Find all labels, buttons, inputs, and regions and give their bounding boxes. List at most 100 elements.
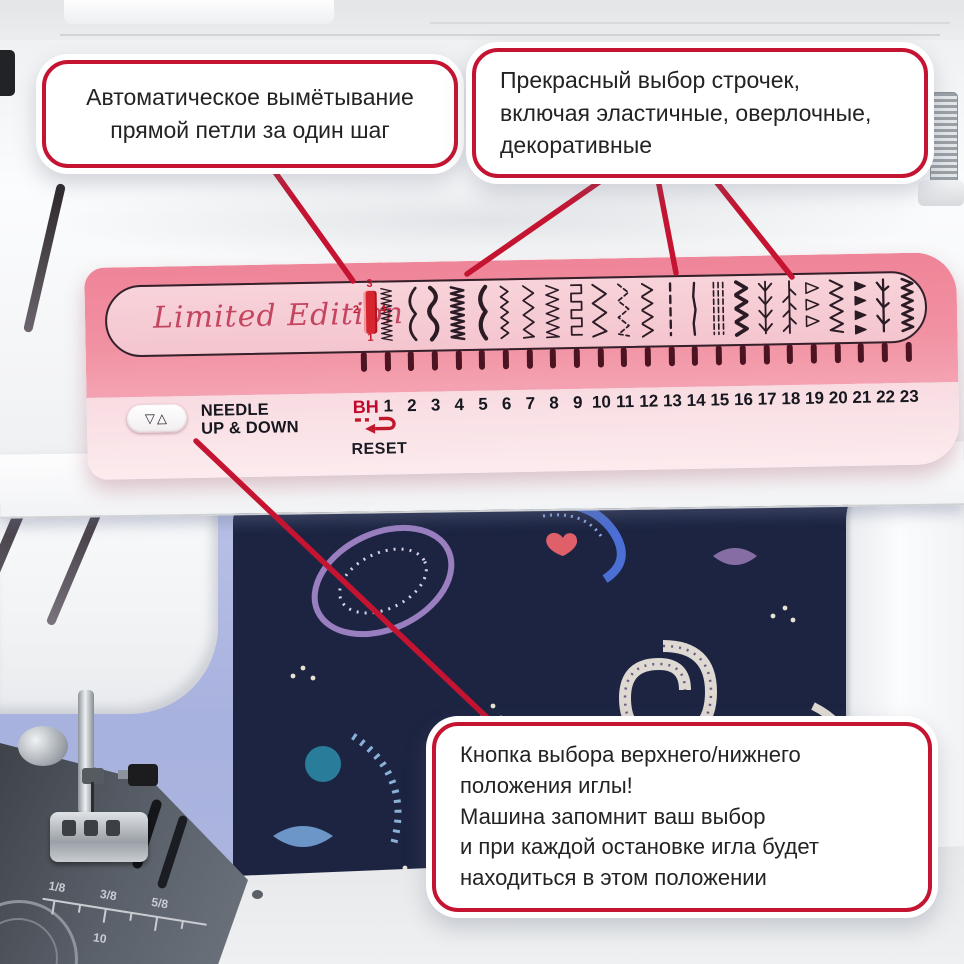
selector-tick-slot	[707, 344, 731, 366]
needle-updown-label: NEEDLE UP & DOWN	[201, 400, 299, 438]
stitch-number-21: 21	[852, 387, 872, 407]
stitch-number-18: 18	[781, 388, 801, 409]
buttonhole-mark-right: 4	[379, 303, 387, 316]
stitch-number-13: 13	[662, 391, 683, 411]
stitch-icon-dense-zigzag	[374, 284, 399, 344]
stitch-icon-zigzag	[516, 282, 541, 342]
stitch-icon-wide-zigzag	[587, 280, 612, 340]
foot-slot	[106, 820, 120, 836]
lid-seam	[60, 34, 940, 36]
foot-screw-stem	[118, 770, 130, 779]
selector-tick-slot	[470, 349, 494, 371]
stitch-number-22: 22	[875, 387, 896, 407]
callout-stitch-selection-text: Прекрасный выбор строчек,включая эластич…	[500, 67, 872, 159]
stitch-number-15: 15	[710, 390, 730, 410]
selector-tick-slot	[778, 343, 802, 365]
stitch-number-17: 17	[757, 389, 777, 409]
stitch-number-6: 6	[501, 394, 512, 414]
stitch-icon-stretch-straight	[682, 279, 707, 339]
stitch-icon-triangles	[800, 276, 825, 336]
needle-updown-glyphs: ▽△	[144, 410, 170, 426]
stitch-number-12: 12	[639, 391, 659, 411]
buttonhole-mark-left: 2	[352, 303, 360, 317]
foot-screw-knob	[128, 764, 158, 786]
selector-tick-slot	[612, 346, 636, 368]
selector-tick-slot	[683, 345, 707, 367]
buttonhole-symbol: 3 2 4 1	[350, 278, 386, 344]
stitch-icon-arrow-branch	[872, 275, 897, 335]
stitch-icon-cross-zigzag	[895, 275, 920, 335]
needle-updown-button: ▽△	[126, 404, 188, 434]
reset-arrow-icon	[354, 416, 396, 434]
spool-pin	[930, 92, 958, 186]
stitch-icon-serpentine	[422, 283, 447, 343]
table-screw	[252, 890, 263, 899]
stitch-number-14: 14	[686, 390, 706, 410]
stitch-icon-dashed-zigzag	[611, 280, 636, 340]
stitch-icon-chevron	[635, 279, 660, 339]
stitch-icon-dashed-straight	[658, 279, 683, 339]
stitch-number-11: 11	[615, 391, 635, 412]
selector-tick-slot	[896, 341, 920, 363]
stitch-icon-triple-straight	[706, 278, 731, 338]
stitch-row: 3 2 4 1	[350, 275, 920, 345]
needle-clamp	[82, 768, 104, 784]
svg-text:1/8: 1/8	[48, 879, 67, 895]
selector-tick-slot	[825, 342, 849, 364]
thread-guide	[0, 50, 15, 96]
selector-tick-slot	[802, 342, 826, 364]
stitch-icon-multi-zigzag	[540, 281, 565, 341]
stitch-icon-peak-zigzag	[824, 276, 849, 336]
callout-stitch-selection: Прекрасный выбор строчек,включая эластич…	[466, 42, 934, 184]
foot-slot	[84, 820, 98, 836]
selector-tick-slot	[565, 347, 589, 369]
stitch-icon-narrow-zigzag	[493, 282, 518, 342]
selector-tick-slot	[754, 343, 778, 365]
stitch-icon-small-triangles	[848, 276, 873, 336]
plate-ruler: 1/8 3/8 5/8 10	[42, 879, 207, 946]
stitch-icon-satin-wave	[445, 283, 470, 343]
buttonhole-cell: 3 2 4 1	[350, 278, 386, 345]
buttonhole-mark-top: 3	[366, 277, 373, 290]
stitch-number-7: 7	[525, 393, 536, 413]
svg-text:10: 10	[92, 930, 108, 946]
stitch-number-9: 9	[572, 392, 583, 413]
stitch-number-19: 19	[804, 388, 825, 408]
svg-text:3/8: 3/8	[99, 887, 118, 903]
stitch-number-20: 20	[828, 388, 848, 408]
needle-label-line2: UP & DOWN	[200, 418, 299, 439]
stitch-icon-square-wave	[564, 281, 589, 341]
selector-tick-slot	[494, 348, 518, 370]
stitch-icon-branch	[777, 277, 802, 337]
stitch-icon-feather	[753, 277, 778, 337]
foot-slot	[62, 820, 76, 836]
needle	[91, 782, 94, 818]
stitch-icon-blind-hem	[398, 284, 423, 344]
selector-tick-slot	[849, 342, 873, 364]
presser-foot	[50, 812, 148, 862]
stitch-icon-satin-arc	[469, 283, 494, 343]
selector-tick-slot	[731, 344, 755, 366]
selector-tick-slot	[589, 346, 613, 368]
selector-tick-slot	[399, 350, 423, 372]
needle-label-line1: NEEDLE	[200, 400, 270, 420]
reset-block: RESET	[351, 413, 442, 459]
stitch-number-4: 4	[454, 395, 465, 415]
stitch-number-10: 10	[591, 392, 612, 412]
selector-tick-slot	[636, 345, 660, 367]
thumb-screw	[18, 726, 68, 766]
selector-tick-slot	[423, 349, 447, 371]
selector-tick-slot	[873, 341, 897, 363]
machine-lid	[64, 0, 334, 24]
stitch-number-5: 5	[478, 394, 488, 414]
selector-tick-slot	[660, 345, 684, 367]
stitch-number-16: 16	[733, 389, 754, 410]
stitch-icon-filled-chevron	[729, 278, 754, 338]
selector-tick-slot	[446, 349, 470, 371]
